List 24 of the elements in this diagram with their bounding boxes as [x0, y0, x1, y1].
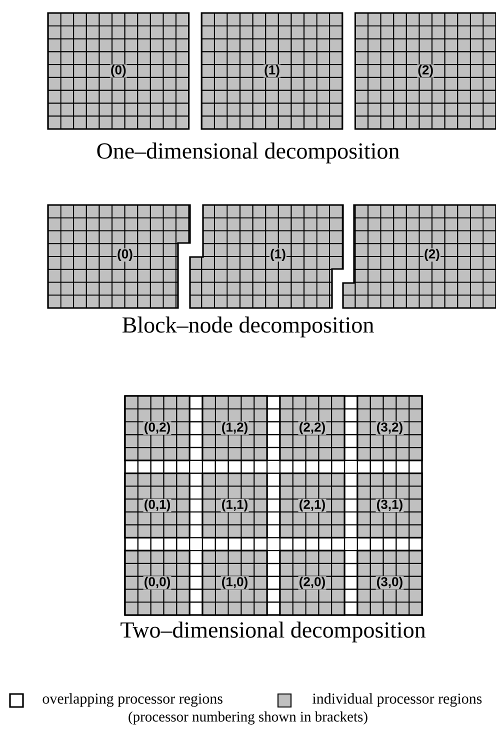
processor-region: (2) [354, 12, 496, 130]
note: (processor numbering shown in brackets) [128, 711, 368, 725]
processor-region: (1) [200, 12, 344, 130]
legend-text: overlapping processor regions [42, 693, 222, 707]
processor-region: (0) [47, 204, 191, 309]
processor-region: (1) [189, 204, 344, 309]
processor-region: (2,1) [279, 472, 346, 538]
processor-region: (1,0) [202, 550, 268, 616]
processor-region: (3,1) [356, 472, 423, 538]
processor-region: (0) [47, 12, 190, 130]
processor-region: (0,0) [124, 550, 190, 616]
processor-region: (3,2) [356, 395, 423, 462]
processor-region: (2,0) [279, 550, 346, 616]
processor-region: (2,2) [279, 395, 346, 462]
processor-region: (1,2) [202, 395, 268, 462]
processor-region: (3,0) [356, 550, 423, 616]
processor-region: (1,1) [202, 472, 268, 538]
processor-region: (0,1) [124, 472, 190, 538]
processor-region: (2) [342, 204, 496, 309]
legend-text: individual processor regions [312, 693, 482, 707]
caption: Block–node decomposition [122, 316, 374, 338]
processor-region: (0,2) [124, 395, 190, 462]
caption: Two–dimensional decomposition [120, 622, 426, 642]
caption: One–dimensional decomposition [97, 142, 400, 164]
